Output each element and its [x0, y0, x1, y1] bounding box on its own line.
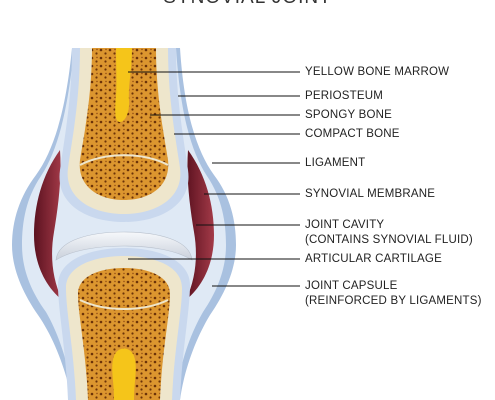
- epiphyseal-line-lower: [79, 299, 169, 310]
- spongy-bone-upper: [79, 48, 169, 200]
- spongy-bone-lower: [78, 268, 170, 400]
- label-joint-capsule: JOINT CAPSULE: [305, 280, 398, 292]
- label-spongy-bone: SPONGY BONE: [305, 109, 392, 121]
- diagram-title: SYNOVIAL JOINT: [0, 0, 495, 9]
- label-articular-cartilage: ARTICULAR CARTILAGE: [305, 253, 442, 265]
- epiphyseal-line-upper: [79, 154, 169, 166]
- articular-cartilage: [55, 231, 193, 261]
- yellow-bone-marrow-upper: [115, 48, 132, 122]
- label-joint-cavity-note: (CONTAINS SYNOVIAL FLUID): [305, 234, 473, 246]
- label-periosteum: PERIOSTEUM: [305, 90, 384, 102]
- label-joint-cavity: JOINT CAVITY: [305, 219, 385, 231]
- leader-lines: [128, 71, 300, 287]
- label-compact-bone: COMPACT BONE: [305, 128, 400, 140]
- label-ligament: LIGAMENT: [305, 157, 366, 169]
- label-yellow-bone-marrow: YELLOW BONE MARROW: [305, 66, 450, 78]
- label-synovial-membrane: SYNOVIAL MEMBRANE: [305, 188, 436, 200]
- label-joint-capsule-note: (REINFORCED BY LIGAMENTS): [305, 295, 482, 307]
- yellow-bone-marrow-lower: [112, 348, 136, 400]
- synovial-membrane-left: [34, 150, 62, 300]
